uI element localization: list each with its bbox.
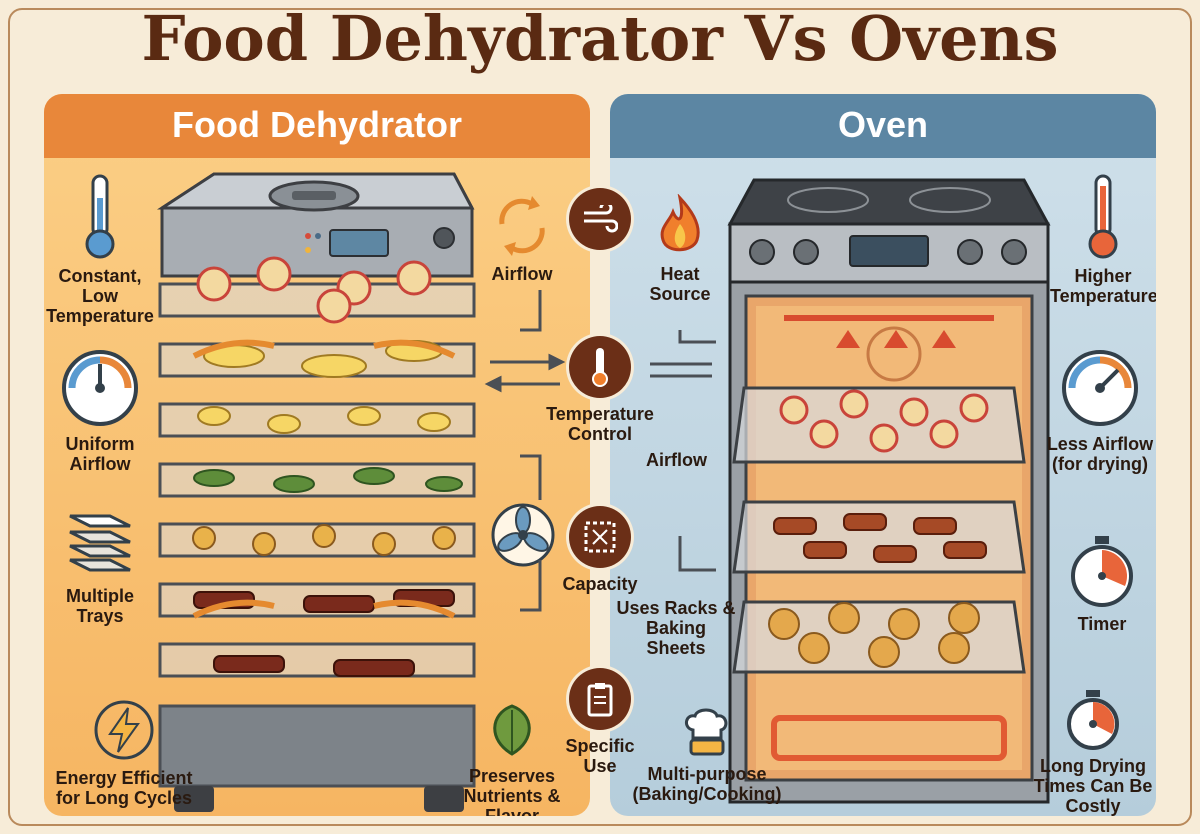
lightning-icon: [94, 700, 154, 760]
circular-arrows-icon: [499, 196, 545, 256]
airflow-center-icon: [530, 188, 670, 256]
connector-arrows: [484, 290, 716, 612]
gauge-high-icon: [1062, 350, 1138, 426]
oven-illustration: [727, 178, 1051, 804]
flame-icon: [660, 194, 700, 252]
multipurpose-feature: Multi-purpose (Baking/Cooking): [632, 706, 782, 804]
heat-source-feature: Heat Source: [640, 194, 720, 304]
page-title: Food Dehydrator Vs Ovens: [141, 2, 1059, 75]
stopwatch-icon: [1071, 536, 1133, 607]
specific-use-feature: Specific Use: [530, 668, 670, 776]
thermometer-control-icon: [569, 336, 631, 398]
clipboard-icon: [569, 668, 631, 730]
dehydrator-illustration: [156, 172, 476, 812]
oven-header: Oven: [610, 94, 1156, 158]
uniform-airflow-feature: Uniform Airflow: [50, 348, 150, 474]
stopwatch-alert-icon: [1067, 690, 1119, 750]
temperature-control-feature: Temperature Control: [530, 336, 670, 444]
page-frame: [8, 8, 1192, 826]
chef-hat-icon: [685, 708, 728, 756]
dehydrator-header: Food Dehydrator: [44, 94, 590, 158]
oven-panel: Oven: [610, 94, 1156, 816]
constant-low-temperature-feature: Constant, Low Temperature: [44, 174, 156, 326]
less-airflow-feature: Less Airflow (for drying): [1044, 348, 1156, 474]
oven-airflow-label: Airflow: [646, 450, 707, 470]
long-drying-times-feature: Long Drying Times Can Be Costly: [1030, 688, 1156, 816]
capacity-feature: Capacity: [530, 506, 670, 594]
racks-and-sheets-feature: Uses Racks & Baking Sheets: [616, 598, 736, 658]
higher-temperatures-feature: Higher Temperatures: [1050, 174, 1156, 306]
dehydrator-panel: Food Dehydrator: [44, 94, 590, 816]
thermometer-hot-icon: [1088, 174, 1118, 259]
timer-feature: Timer: [1058, 534, 1146, 634]
trays-stack-icon: [69, 514, 131, 572]
leaf-icon: [493, 704, 531, 756]
preserves-nutrients-feature: Preserves Nutrients & Flavor: [434, 700, 590, 816]
gauge-icon: [62, 350, 138, 426]
fan-icon: [491, 503, 555, 567]
wind-icon: [569, 188, 631, 250]
energy-efficient-feature: Energy Efficient for Long Cycles: [50, 698, 198, 808]
multiple-trays-feature: Multiple Trays: [50, 504, 150, 626]
capacity-icon: [569, 506, 631, 568]
thermometer-icon: [85, 174, 115, 259]
dehydrator-airflow-feature: Airflow: [474, 194, 570, 284]
